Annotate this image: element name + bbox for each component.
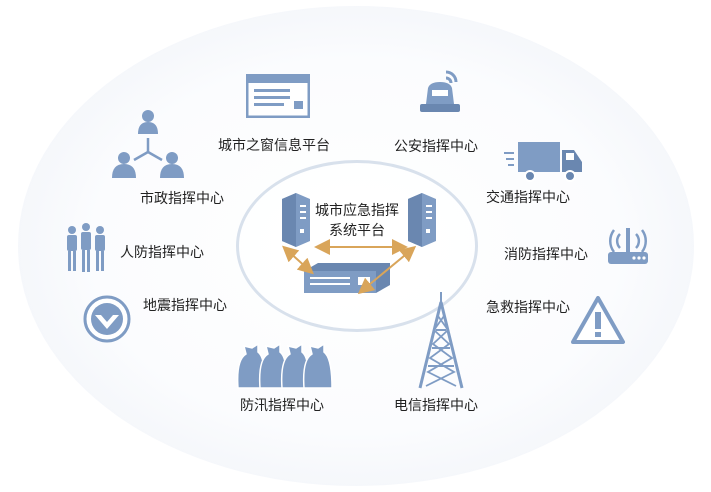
people-group-icon	[67, 223, 105, 272]
warning-triangle-icon	[571, 296, 625, 344]
center-platform-label: 城市应急指挥 系统平台	[302, 201, 412, 241]
arrow-left-bottom	[282, 245, 314, 275]
label-traffic: 交通指挥中心	[486, 190, 570, 206]
center-server-group	[282, 193, 436, 295]
radio-tower-icon	[418, 292, 464, 389]
label-fire: 消防指挥中心	[504, 247, 588, 263]
wifi-router-icon	[608, 228, 648, 264]
sandbags-icon	[236, 342, 333, 389]
browser-window-icon	[246, 74, 310, 118]
center-label-line2: 系统平台	[329, 223, 385, 239]
center-label-line1: 城市应急指挥	[315, 203, 399, 219]
label-flood: 防汛指挥中心	[240, 398, 324, 414]
label-telecom: 电信指挥中心	[394, 398, 478, 414]
siren-light-icon	[420, 70, 460, 112]
label-municipal: 市政指挥中心	[140, 191, 224, 207]
server-tower-right-icon	[408, 193, 436, 247]
label-police: 公安指挥中心	[394, 139, 478, 155]
server-tower-left-icon	[282, 193, 310, 247]
seismic-gauge-icon	[83, 295, 131, 343]
org-network-icon	[112, 110, 184, 178]
truck-icon	[504, 142, 582, 182]
label-emergency: 急救指挥中心	[486, 300, 570, 316]
label-info-platform: 城市之窗信息平台	[218, 138, 330, 154]
arrow-bottom-right	[357, 245, 417, 295]
label-earthquake: 地震指挥中心	[143, 298, 227, 314]
label-civil-defense: 人防指挥中心	[120, 245, 204, 261]
